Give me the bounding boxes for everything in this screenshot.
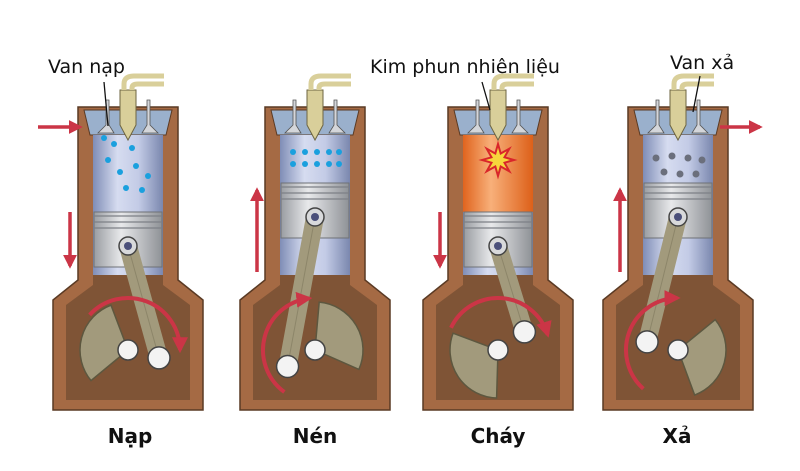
exhaust-particle bbox=[698, 156, 706, 164]
intake-valve-leader bbox=[103, 81, 109, 127]
fuel-droplet bbox=[314, 149, 320, 155]
fuel-droplet bbox=[290, 161, 296, 167]
exhaust-valve-label: Van xả bbox=[670, 52, 735, 74]
fuel-droplet bbox=[139, 187, 145, 193]
crank-counterweight bbox=[79, 304, 129, 382]
fuel-droplet bbox=[326, 161, 332, 167]
connecting-rod bbox=[489, 237, 534, 341]
fuel-line bbox=[308, 73, 351, 90]
connecting-rod-edge bbox=[646, 216, 679, 342]
fuel-droplet bbox=[101, 135, 107, 141]
fuel-droplet bbox=[302, 161, 308, 167]
fuel-droplet bbox=[111, 141, 117, 147]
intake-valve bbox=[284, 99, 302, 134]
crank-pin bbox=[512, 320, 537, 344]
engine-intake bbox=[52, 73, 204, 411]
engine-combustion bbox=[422, 73, 574, 411]
fuel-droplet bbox=[290, 149, 296, 155]
crankshaft bbox=[304, 339, 326, 361]
crank-counterweight bbox=[314, 301, 364, 371]
wrist-pin-center bbox=[124, 242, 132, 250]
crankshaft bbox=[667, 339, 689, 361]
rotation-arrow-icon bbox=[449, 296, 552, 338]
crank-pin bbox=[147, 346, 171, 370]
fuel-droplet bbox=[326, 149, 332, 155]
combustion-chamber bbox=[280, 135, 350, 183]
fuel-line bbox=[491, 73, 534, 90]
connecting-rod bbox=[638, 208, 687, 351]
fuel-droplet bbox=[336, 161, 342, 167]
fuel-droplet bbox=[336, 149, 342, 155]
crankshaft bbox=[487, 339, 509, 361]
fuel-droplet bbox=[314, 161, 320, 167]
fuel-line bbox=[499, 81, 534, 90]
wrist-pin-center bbox=[674, 213, 682, 221]
crank-counterweight bbox=[677, 318, 727, 396]
connecting-rod-edge bbox=[497, 245, 525, 333]
crankshaft bbox=[117, 339, 139, 361]
connecting-rod-edge bbox=[287, 216, 316, 367]
spark-icon bbox=[478, 140, 518, 180]
stage-label-combustion: Cháy bbox=[470, 424, 526, 448]
fuel-droplet bbox=[145, 173, 151, 179]
engine-compression bbox=[239, 73, 391, 411]
fuel-droplet bbox=[123, 185, 129, 191]
wrist-pin-center bbox=[494, 242, 502, 250]
exhaust-particle bbox=[692, 170, 700, 178]
combustion-chamber bbox=[93, 135, 163, 212]
fuel-line bbox=[671, 73, 714, 90]
intake-valve bbox=[97, 99, 115, 134]
fuel-injector-label: Kim phun nhiên liệu bbox=[370, 56, 560, 78]
fuel-line bbox=[316, 81, 351, 90]
exhaust-valve bbox=[328, 99, 346, 134]
fuel-line bbox=[121, 73, 164, 90]
exhaust-particle bbox=[684, 154, 692, 162]
exhaust-valve bbox=[691, 99, 709, 134]
exhaust-particle bbox=[652, 154, 660, 162]
exhaust-valve bbox=[141, 99, 159, 134]
fuel-droplet bbox=[105, 157, 111, 163]
stage-label-exhaust: Xả bbox=[662, 424, 692, 448]
rotation-arrow-icon bbox=[261, 291, 313, 394]
intake-valve-label: Van nạp bbox=[48, 56, 125, 78]
fuel-droplet bbox=[129, 145, 135, 151]
fuel-line bbox=[129, 81, 164, 90]
fuel-droplet bbox=[117, 169, 123, 175]
crank-counterweight bbox=[449, 332, 499, 399]
crank-pin bbox=[635, 330, 659, 354]
wrist-pin-center bbox=[311, 213, 319, 221]
rotation-arrow-icon bbox=[88, 296, 188, 354]
fuel-injector-leader bbox=[481, 81, 491, 111]
stage-label-compression: Nén bbox=[292, 424, 338, 448]
intake-valve bbox=[467, 99, 485, 134]
fuel-droplet bbox=[302, 149, 308, 155]
exhaust-valve bbox=[511, 99, 529, 134]
crank-pin bbox=[275, 354, 300, 379]
intake-valve bbox=[647, 99, 665, 134]
fuel-droplet bbox=[133, 163, 139, 169]
exhaust-valve-leader bbox=[692, 75, 701, 113]
exhaust-particle bbox=[660, 168, 668, 176]
fuel-line bbox=[679, 81, 714, 90]
stage-label-intake: Nạp bbox=[107, 424, 153, 448]
exhaust-particle bbox=[668, 152, 676, 160]
rotation-arrow-icon bbox=[624, 290, 681, 391]
exhaust-particle bbox=[676, 170, 684, 178]
engine-exhaust bbox=[602, 73, 754, 411]
connecting-rod bbox=[278, 208, 324, 376]
